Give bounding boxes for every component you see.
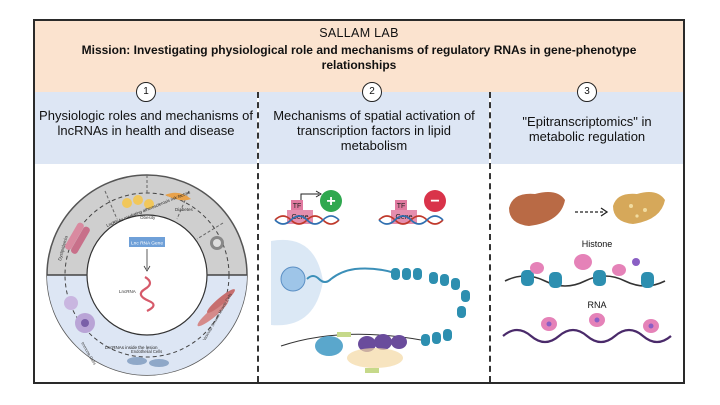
histone-nucleosomes: [521, 270, 654, 288]
svg-text:−: −: [430, 193, 439, 210]
lab-name: SALLAM LAB: [319, 26, 399, 40]
polymerase-icon-3: [391, 335, 407, 349]
tf-label-repress: TF: [397, 203, 406, 210]
histone-mark-icon: [632, 258, 640, 266]
lncrna-gene-label: Lnc RNA Gene: [131, 241, 163, 247]
activate-plus-icon: [320, 190, 342, 212]
column-2-title: Mechanisms of spatial activation of tran…: [273, 108, 475, 153]
lncrna-circle-diagram: Obesity Diabetes Dyslipidemia LncRNAs me…: [46, 174, 248, 376]
nucleosome-chain-top: [391, 268, 470, 318]
tf-complex-icon: [315, 336, 343, 356]
immune-cell-icon: [64, 296, 95, 333]
repress-minus-icon: [424, 190, 446, 212]
column-3-title-band: [491, 92, 683, 164]
gene-label-repress: Gene: [395, 214, 412, 221]
fatty-liver-icon: [613, 192, 665, 224]
polymerase-icon-2: [374, 334, 392, 350]
activation-gene-unit: TF Gene +: [274, 190, 342, 225]
dyslipidemia-label: Dyslipidemia: [57, 235, 69, 261]
inside-lesion-label: LncRNAs inside the lesion: [105, 345, 158, 350]
polymerase-icon-1: [358, 336, 376, 352]
column-3-number: 3: [577, 82, 597, 102]
obesity-icon: [122, 195, 154, 209]
nucleolus-icon: [280, 266, 306, 292]
healthy-liver-icon: [509, 192, 565, 226]
column-1-number: 1: [136, 82, 156, 102]
enhancer-tag: [337, 332, 351, 337]
epitranscriptomics-diagram: Histone RNA: [502, 192, 672, 344]
obesity-label: Obesity: [140, 215, 156, 220]
tf-box-activate: [291, 200, 303, 210]
column-3: 3 "Epitranscriptomics" in metabolic regu…: [491, 82, 683, 382]
dyslipidemia-icon: [65, 222, 90, 254]
svg-text:+: +: [326, 193, 335, 210]
rna-strand: [502, 328, 672, 344]
diabetes-label: Diabetes: [175, 207, 194, 212]
mission-statement: Mission: Investigating physiological rol…: [81, 43, 637, 72]
lncrna-label: LncRNA: [119, 289, 136, 294]
column-1-title-band: [35, 92, 257, 164]
gene-label-activate: Gene: [291, 214, 308, 221]
chromatin-fiber: [306, 267, 396, 283]
rna-label: RNA: [587, 300, 606, 310]
lncrna-gene-box: [129, 237, 165, 247]
endothelial-label: Endothelial Cells: [131, 349, 162, 354]
divider-2: [489, 92, 491, 382]
divider-1: [257, 92, 259, 382]
lncrna-strand: [139, 276, 155, 312]
histone-label: Histone: [582, 239, 613, 249]
pancreas-icon: [165, 192, 191, 201]
smooth-muscle-icon: [197, 289, 235, 327]
column-3-title: "Epitranscriptomics" in metabolic regula…: [522, 114, 652, 144]
repression-gene-unit: TF Gene −: [378, 190, 446, 225]
tf-box-repress: [395, 200, 407, 210]
center-disc: [86, 214, 208, 336]
nucleosome-chain-bottom: [421, 329, 452, 346]
lesion-half-ring: [47, 275, 247, 375]
tf-label-activate: TF: [293, 203, 302, 210]
endothelial-cell-icon: [127, 357, 169, 367]
histone-reader-icons: [530, 254, 626, 276]
column-2-title-band: [259, 92, 489, 164]
condensate-blob: [347, 348, 403, 368]
transcription-factor-diagram: TF Gene + TF Gene −: [271, 190, 470, 373]
rna-modification-icons: [541, 313, 659, 333]
column-1: 1 Physiologic roles and mechanisms of ln…: [35, 82, 257, 382]
column-2: 2 Mechanisms of spatial activation of tr…: [259, 82, 489, 382]
column-1-title: Physiologic roles and mechanisms of lncR…: [39, 108, 253, 138]
blood-pressure-icon: [210, 236, 224, 250]
promoter-tag: [365, 368, 379, 373]
column-2-number: 2: [362, 82, 382, 102]
figure-frame: SALLAM LAB Mission: Investigating physio…: [33, 19, 685, 384]
header-banner: SALLAM LAB Mission: Investigating physio…: [35, 21, 683, 93]
